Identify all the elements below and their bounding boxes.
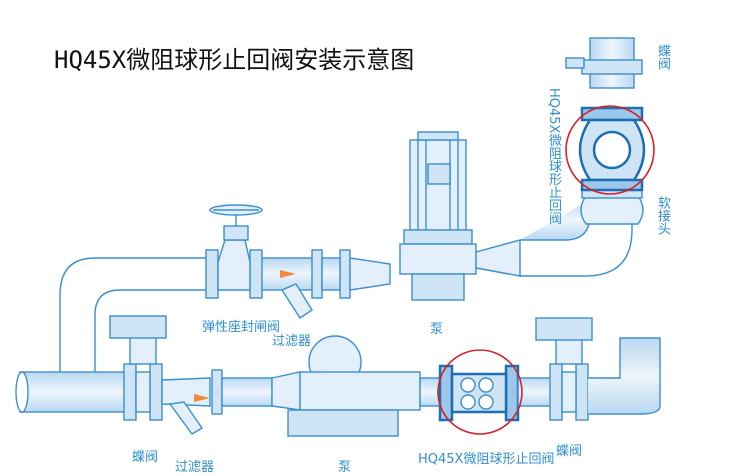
page-title: HQ45X微阻球形止回阀安装示意图: [54, 46, 415, 74]
reducer-top: [349, 257, 391, 291]
soft-joint: [580, 195, 644, 225]
reducer-bottom: [271, 371, 301, 411]
filter-bottom: [161, 369, 223, 435]
filter-top: [280, 249, 351, 319]
label-check-valve-horizontal: HQ45X微阻球形止回阀: [418, 452, 555, 467]
lower-right-elbow: [588, 337, 661, 415]
label-gate-valve: 弹性座封闸阀: [202, 320, 281, 335]
check-valve-vertical: [578, 106, 646, 192]
butterfly-valve-bottom-right: [535, 317, 593, 421]
reducer-outlet: [475, 239, 521, 277]
lower-left-pipe: [19, 371, 131, 413]
label-check-valve-vertical: HQ45X微阻球形止回阀: [546, 88, 561, 225]
label-butterfly-valve-top: 蝶阀: [655, 44, 670, 70]
label-pump-top: 泵: [430, 322, 444, 337]
label-pump-bottom: 泵: [338, 460, 352, 475]
label-filter-bottom: 过滤器: [175, 460, 215, 475]
butterfly-valve-bottom-left: [109, 315, 167, 421]
butterfly-valve-top: [581, 59, 643, 75]
upper-return-pipe: [59, 257, 215, 380]
flow-arrow-top: [280, 270, 296, 278]
flow-arrow-bottom: [194, 394, 210, 402]
label-soft-joint: 软接头: [655, 196, 670, 235]
label-butterfly-valve-bottom-left: 蝶阀: [132, 450, 159, 465]
label-filter-top: 过滤器: [272, 334, 312, 349]
highlight-ring-vertical: [565, 105, 655, 195]
horizontal-pump: [287, 335, 421, 437]
vertical-pump: [399, 131, 477, 301]
highlight-ring-horizontal: [437, 349, 523, 435]
check-valve-horizontal: [438, 364, 520, 422]
gate-valve: [205, 204, 263, 299]
label-butterfly-valve-bottom-right: 蝶阀: [556, 444, 583, 459]
